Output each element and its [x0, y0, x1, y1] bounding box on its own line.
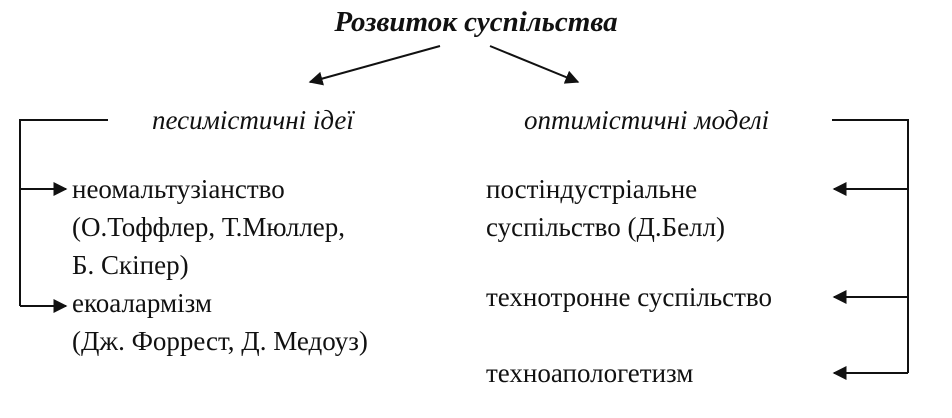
pessimistic-item-neomalthusianism-authors: (О.Тоффлер, Т.Мюллер, [72, 212, 346, 242]
optimistic-item-postindustrial: постіндустріальне [486, 174, 698, 204]
pessimistic-item-neomalthusianism-authors-cont: Б. Скіпер) [72, 250, 189, 280]
diagram-title: Розвиток суспільства [334, 6, 618, 38]
optimistic-heading: оптимістичні моделі [524, 105, 770, 135]
pessimistic-bracket [19, 119, 108, 306]
optimistic-item-postindustrial-author: суспільство (Д.Белл) [486, 212, 726, 242]
optimistic-item-technoapologetism: техноапологетизм [486, 358, 694, 388]
pessimistic-heading: песимістичні ідеї [152, 105, 354, 135]
pessimistic-item-ecoalarmism: екоалармізм [72, 288, 212, 318]
arrow-title-to-pessimistic [308, 45, 441, 86]
arrow-title-to-optimistic [489, 45, 580, 84]
pessimistic-item-ecoalarmism-authors: (Дж. Форрест, Д. Медоуз) [72, 326, 368, 356]
optimistic-item-technotronic: технотронне суспільство [486, 282, 772, 312]
pessimistic-item-neomalthusianism: неомальтузіанство [72, 174, 285, 204]
optimistic-bracket [832, 119, 909, 373]
